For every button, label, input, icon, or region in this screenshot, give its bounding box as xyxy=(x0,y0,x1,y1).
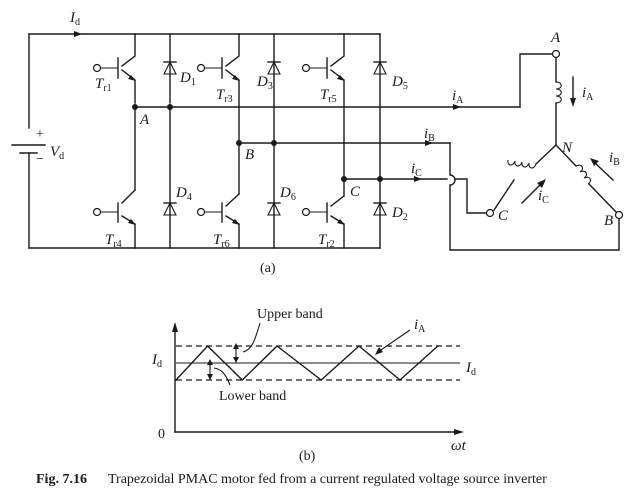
diode-d6: D6 xyxy=(267,185,296,216)
tr4-label: Tr4 xyxy=(105,232,122,250)
gate-terminal-tr1 xyxy=(92,63,102,73)
upper-band-label: Upper band xyxy=(257,307,323,322)
inverter-circuit: Id + − Vd Tr1 D1 xyxy=(11,10,620,276)
winding-c-icon xyxy=(507,159,537,169)
upper-band-pointer xyxy=(242,322,261,353)
y-zero-label: 0 xyxy=(158,427,165,442)
gate-terminal-tr4 xyxy=(92,207,102,217)
d2-label: D2 xyxy=(391,205,408,223)
transistor-tr2: Tr2 xyxy=(301,195,345,250)
diode-d4: D4 xyxy=(163,185,192,216)
motor-terminal-a xyxy=(551,49,561,59)
motor-terminal-a-label: A xyxy=(550,30,561,46)
figure-caption: Fig. 7.16 Trapezoidal PMAC motor fed fro… xyxy=(36,472,547,487)
figure-caption-text: Trapezoidal PMAC motor fed from a curren… xyxy=(108,472,547,487)
motor-terminal-b-label: B xyxy=(604,213,613,229)
minus-sign: − xyxy=(36,152,44,167)
d6-label: D6 xyxy=(279,185,296,203)
panel-b-label: (b) xyxy=(299,449,316,464)
d4-label: D4 xyxy=(175,185,192,203)
ib-arrow-icon xyxy=(425,140,433,146)
transistor-tr4: Tr4 xyxy=(92,189,136,250)
ib-phase-arrow xyxy=(594,162,614,181)
node-b-label: B xyxy=(245,147,254,163)
x-axis-arrow-icon xyxy=(454,429,464,435)
ia-pointer xyxy=(377,329,411,353)
ref-id-label: Id xyxy=(465,360,476,378)
transistor-tr3: Tr3 xyxy=(196,33,240,144)
ic-arrow-icon xyxy=(414,176,422,182)
node-c-label: C xyxy=(350,184,361,200)
ic-phase-arrow xyxy=(521,183,542,204)
d1-label: D1 xyxy=(179,70,196,88)
neutral-label: N xyxy=(561,140,573,156)
ia-line-label: iA xyxy=(452,88,464,106)
wire-to-terminal-b xyxy=(449,142,620,251)
y-id-label: Id xyxy=(151,352,162,370)
id-label: Id xyxy=(69,10,80,28)
motor-terminal-b xyxy=(614,210,624,220)
node-a-label: A xyxy=(139,112,150,128)
dc-source: + − Vd xyxy=(11,127,64,249)
winding-a-icon xyxy=(555,81,562,104)
plus-sign: + xyxy=(36,127,44,142)
vd-label: Vd xyxy=(50,144,64,162)
ib-line-label: iB xyxy=(424,126,435,144)
lower-band-label: Lower band xyxy=(219,389,286,404)
d5-label: D5 xyxy=(391,74,408,92)
id-arrow-icon xyxy=(74,31,82,37)
hysteresis-waveform: ωt 0 Id Id iA Upper band Lower band (b) xyxy=(151,307,476,464)
gate-terminal-tr6 xyxy=(196,207,206,217)
diode-d1: D1 xyxy=(163,33,196,104)
d3-label: D3 xyxy=(256,74,273,92)
transistor-tr6: Tr6 xyxy=(196,193,240,250)
winding-b-icon xyxy=(575,164,592,185)
transistor-tr5: Tr5 xyxy=(301,33,345,180)
tr1-label: Tr1 xyxy=(95,76,112,94)
pmac-motor-windings: A N iA C iC B iB xyxy=(485,30,624,229)
wire-to-terminal-c xyxy=(454,178,487,214)
wire-to-terminal-a xyxy=(519,53,557,108)
ib-phase-label: iB xyxy=(609,150,620,168)
gate-terminal-tr5 xyxy=(301,63,311,73)
diode-d5: D5 xyxy=(373,33,408,180)
panel-a-label: (a) xyxy=(260,261,276,276)
ia-arrow-icon xyxy=(453,104,461,110)
lower-band-pointer xyxy=(213,367,231,386)
transistor-tr1: Tr1 xyxy=(92,33,136,104)
ic-line-label: iC xyxy=(411,161,422,179)
diode-d3: D3 xyxy=(256,33,281,144)
tr6-label: Tr6 xyxy=(213,232,230,250)
figure-number: Fig. 7.16 xyxy=(36,472,87,487)
ic-phase-label: iC xyxy=(538,188,549,206)
y-axis-arrow-icon xyxy=(172,322,178,332)
diode-d2: D2 xyxy=(373,201,408,223)
tr5-label: Tr5 xyxy=(320,87,337,105)
tr2-label: Tr2 xyxy=(318,232,335,250)
gate-terminal-tr3 xyxy=(196,63,206,73)
ia-phase-label: iA xyxy=(582,85,594,103)
tr3-label: Tr3 xyxy=(216,87,233,105)
x-axis-label: ωt xyxy=(451,438,467,454)
motor-terminal-c xyxy=(485,208,495,218)
motor-terminal-c-label: C xyxy=(498,208,509,224)
ia-wave-label: iA xyxy=(414,317,426,335)
gate-terminal-tr2 xyxy=(301,207,311,217)
